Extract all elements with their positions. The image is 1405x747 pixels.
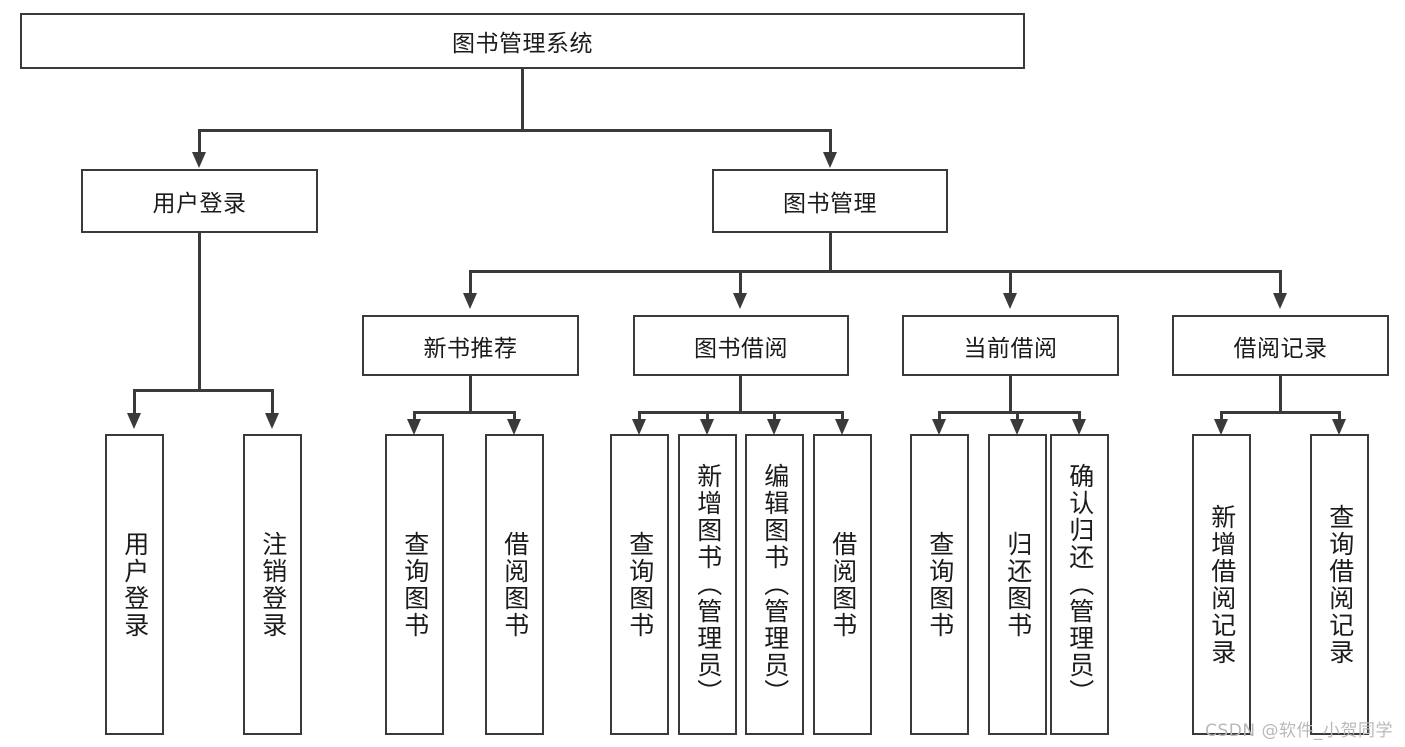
arrow-to-leaf-logout	[265, 413, 279, 429]
leaf-user-login[interactable]: 用户登录	[105, 434, 164, 735]
node-book-management[interactable]: 图书管理	[712, 169, 948, 233]
connector-current-borrow-stem	[1009, 376, 1012, 414]
connector-book-borrow-stem	[739, 376, 742, 414]
connector-user-login-stem	[198, 233, 201, 391]
connector-new-book-recommend-bus	[413, 411, 515, 414]
node-label: 新增借阅记录	[1207, 503, 1237, 666]
connector-to-leaf-borrow-book-1	[513, 411, 516, 423]
connector-level2-bus	[198, 129, 832, 132]
leaf-confirm-return-admin[interactable]: 确认归还（管理员）	[1050, 434, 1109, 735]
arrow-to-new-book-recommend	[463, 293, 477, 309]
connector-book-management-stem	[829, 233, 832, 272]
arrow-to-leaf-confirm-return	[1072, 419, 1086, 435]
arrow-to-leaf-query-book-2	[632, 419, 646, 435]
node-root-library-management-system[interactable]: 图书管理系统	[20, 13, 1025, 69]
connector-user-login-bus	[133, 389, 271, 392]
connector-to-leaf-add-borrow-record	[1220, 411, 1223, 423]
leaf-borrow-book[interactable]: 借阅图书	[813, 434, 872, 735]
node-label: 查询图书	[400, 530, 430, 639]
arrow-to-leaf-return-book	[1010, 419, 1024, 435]
node-label: 图书管理	[783, 191, 877, 217]
connector-to-book-management	[829, 129, 832, 154]
node-label: 借阅图书	[828, 530, 858, 639]
connector-to-leaf-add-book	[706, 411, 709, 423]
connector-to-leaf-query-book-1	[413, 411, 416, 423]
arrow-to-leaf-add-book	[700, 419, 714, 435]
node-label: 用户登录	[152, 191, 247, 217]
node-new-book-recommend[interactable]: 新书推荐	[362, 315, 579, 376]
node-label: 图书借阅	[694, 335, 788, 362]
arrow-to-leaf-query-book-1	[407, 419, 421, 435]
node-label: 归还图书	[1003, 530, 1033, 639]
arrow-to-leaf-borrow-book-1	[507, 419, 521, 435]
arrow-to-book-borrow	[733, 293, 747, 309]
arrow-to-leaf-add-borrow-record	[1214, 419, 1228, 435]
leaf-query-book-recommend[interactable]: 查询图书	[385, 434, 444, 735]
connector-to-borrow-record	[1279, 270, 1282, 295]
node-label: 注销登录	[258, 530, 288, 639]
leaf-edit-book-admin[interactable]: 编辑图书（管理员）	[745, 434, 804, 735]
connector-to-leaf-query-book-3	[938, 411, 941, 423]
connector-borrow-record-stem	[1279, 376, 1282, 414]
leaf-logout[interactable]: 注销登录	[243, 434, 302, 735]
node-label: 查询图书	[625, 530, 655, 639]
connector-to-leaf-edit-book	[773, 411, 776, 423]
arrow-to-leaf-user-login	[127, 413, 141, 429]
connector-borrow-record-bus	[1220, 411, 1340, 414]
leaf-query-borrow-record[interactable]: 查询借阅记录	[1310, 434, 1369, 735]
node-label: 查询图书	[925, 530, 955, 639]
connector-root-stem	[521, 69, 524, 130]
node-borrow-record[interactable]: 借阅记录	[1172, 315, 1389, 376]
leaf-borrow-book-recommend[interactable]: 借阅图书	[485, 434, 544, 735]
connector-to-leaf-confirm-return	[1078, 411, 1081, 423]
connector-to-book-borrow	[739, 270, 742, 295]
leaf-query-book-current[interactable]: 查询图书	[910, 434, 969, 735]
arrow-to-current-borrow	[1003, 293, 1017, 309]
connector-to-leaf-return-book	[1016, 411, 1019, 423]
node-label: 图书管理系统	[452, 31, 593, 57]
connector-to-leaf-query-borrow-record	[1338, 411, 1341, 423]
node-label: 新增图书（管理员）	[693, 463, 723, 706]
node-label: 查询借阅记录	[1325, 503, 1355, 666]
node-label: 新书推荐	[423, 335, 518, 362]
connector-to-new-book-recommend	[469, 270, 472, 295]
node-user-login[interactable]: 用户登录	[81, 169, 318, 233]
leaf-return-book[interactable]: 归还图书	[988, 434, 1047, 735]
connector-to-leaf-logout	[271, 389, 274, 415]
node-label: 借阅记录	[1233, 335, 1328, 362]
node-current-borrow[interactable]: 当前借阅	[902, 315, 1119, 376]
arrow-to-leaf-query-borrow-record	[1332, 419, 1346, 435]
arrow-to-leaf-borrow-book-2	[835, 419, 849, 435]
connector-book-borrow-bus	[638, 411, 842, 414]
node-label: 确认归还（管理员）	[1065, 463, 1095, 706]
node-label: 当前借阅	[963, 335, 1058, 362]
arrow-to-borrow-record	[1273, 293, 1287, 309]
connector-to-leaf-user-login	[133, 389, 136, 415]
arrow-to-user-login	[192, 152, 206, 168]
connector-current-borrow-bus	[938, 411, 1079, 414]
connector-to-leaf-borrow-book-2	[841, 411, 844, 423]
arrow-to-leaf-edit-book	[767, 419, 781, 435]
connector-to-leaf-query-book-2	[638, 411, 641, 423]
csdn-watermark: CSDN @软件_小贺同学	[1205, 721, 1393, 741]
node-book-borrow[interactable]: 图书借阅	[633, 315, 849, 376]
leaf-add-borrow-record[interactable]: 新增借阅记录	[1192, 434, 1251, 735]
connector-new-book-recommend-stem	[469, 376, 472, 414]
arrow-to-leaf-query-book-3	[932, 419, 946, 435]
node-label: 借阅图书	[500, 530, 530, 639]
connector-to-user-login	[198, 129, 201, 154]
node-label: 用户登录	[120, 530, 150, 639]
leaf-add-book-admin[interactable]: 新增图书（管理员）	[678, 434, 737, 735]
arrow-to-book-management	[823, 152, 837, 168]
connector-to-current-borrow	[1009, 270, 1012, 295]
node-label: 编辑图书（管理员）	[760, 463, 790, 706]
leaf-query-book-borrow[interactable]: 查询图书	[610, 434, 669, 735]
connector-level3-bus	[469, 270, 1281, 273]
